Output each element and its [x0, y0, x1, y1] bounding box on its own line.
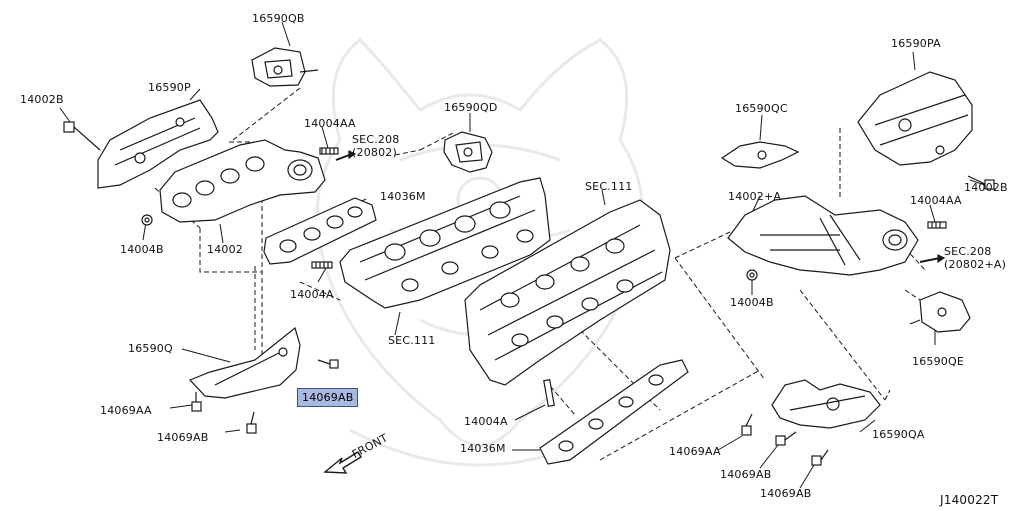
label-16590QB[interactable]: 16590QB: [252, 12, 305, 25]
bolt-14069AB-right-2[interactable]: [811, 449, 829, 466]
label-sec208-right[interactable]: SEC.208: [944, 245, 992, 258]
cylinder-head-left-SEC111[interactable]: [339, 177, 551, 309]
label-14002A[interactable]: 14002+A: [728, 190, 782, 203]
label-14004A-left[interactable]: 14004A: [290, 288, 334, 301]
label-14069AB-right-2[interactable]: 14069AB: [760, 487, 812, 500]
label-16590QE[interactable]: 16590QE: [912, 355, 965, 368]
stud-14004A-left[interactable]: [311, 261, 333, 269]
stud-14004AA-right[interactable]: [919, 221, 947, 264]
heat-shield-16590QB[interactable]: [251, 47, 319, 87]
heat-shield-16590PA[interactable]: [857, 71, 973, 166]
heat-shield-16590P[interactable]: [97, 99, 219, 189]
nut-14004B-left[interactable]: [141, 214, 153, 226]
label-14002B-left[interactable]: 14002B: [20, 93, 64, 106]
label-sec111-left[interactable]: SEC.111: [388, 334, 436, 347]
label-14004AA-left[interactable]: 14004AA: [304, 117, 356, 130]
label-16590PA[interactable]: 16590PA: [891, 37, 941, 50]
bolt-14069AA-left[interactable]: [191, 392, 202, 412]
label-14036M-top[interactable]: 14036M: [380, 190, 426, 203]
cylinder-head-right-SEC111[interactable]: [464, 199, 671, 386]
heat-shield-16590Q[interactable]: [188, 326, 301, 399]
label-16590QA[interactable]: 16590QA: [872, 428, 925, 441]
label-16590QD[interactable]: 16590QD: [444, 101, 498, 114]
front-direction-arrow: [323, 451, 362, 474]
bolt-14002B-left[interactable]: [63, 121, 101, 151]
bolt-14069AA-right[interactable]: [741, 413, 753, 436]
label-14004B-right[interactable]: 14004B: [730, 296, 774, 309]
label-16590QC[interactable]: 16590QC: [735, 102, 788, 115]
label-14002B-right[interactable]: 14002B: [964, 181, 1008, 194]
label-14004B-left[interactable]: 14004B: [120, 243, 164, 256]
exhaust-manifold-14002A[interactable]: [727, 195, 919, 276]
stud-14004A-bottom[interactable]: [543, 378, 555, 408]
label-14004AA-right[interactable]: 14004AA: [910, 194, 962, 207]
exhaust-manifold-14002[interactable]: [159, 139, 326, 223]
diagram-code: J140022T: [940, 493, 999, 507]
bolt-14002B-right[interactable]: [967, 175, 995, 190]
label-16590Q[interactable]: 16590Q: [128, 342, 173, 355]
bolt-14069AB-right-1[interactable]: [775, 431, 797, 446]
label-14004A-bottom[interactable]: 14004A: [464, 415, 508, 428]
heat-shield-16590QA[interactable]: [771, 379, 881, 429]
label-14069AB-right-1[interactable]: 14069AB: [720, 468, 772, 481]
label-14069AA-left[interactable]: 14069AA: [100, 404, 152, 417]
heat-shield-16590QC[interactable]: [720, 141, 800, 169]
gasket-14036M-top[interactable]: [263, 197, 377, 265]
label-14069AB-left[interactable]: 14069AB: [157, 431, 209, 444]
bolt-14069AB-selected[interactable]: [317, 359, 339, 369]
nut-14004B-right[interactable]: [746, 269, 758, 281]
heat-shield-16590QE[interactable]: [909, 291, 971, 333]
label-sec208-right-ref[interactable]: (20802+A): [944, 258, 1007, 271]
label-16590P[interactable]: 16590P: [148, 81, 191, 94]
label-sec208-left[interactable]: SEC.208: [352, 133, 400, 146]
label-sec208-left-ref[interactable]: (20802): [352, 146, 397, 159]
stud-14004AA-left[interactable]: [319, 147, 357, 161]
gasket-14036M-bottom[interactable]: [539, 359, 689, 465]
label-sec111-mid[interactable]: SEC.111: [585, 180, 633, 193]
label-14036M-bottom[interactable]: 14036M: [460, 442, 506, 455]
heat-shield-16590QD[interactable]: [443, 131, 493, 173]
label-14002[interactable]: 14002: [207, 243, 243, 256]
label-14069AA-right[interactable]: 14069AA: [669, 445, 721, 458]
bolt-14069AB-left[interactable]: [246, 411, 257, 434]
label-14069AB-selected[interactable]: 14069AB: [297, 388, 359, 407]
